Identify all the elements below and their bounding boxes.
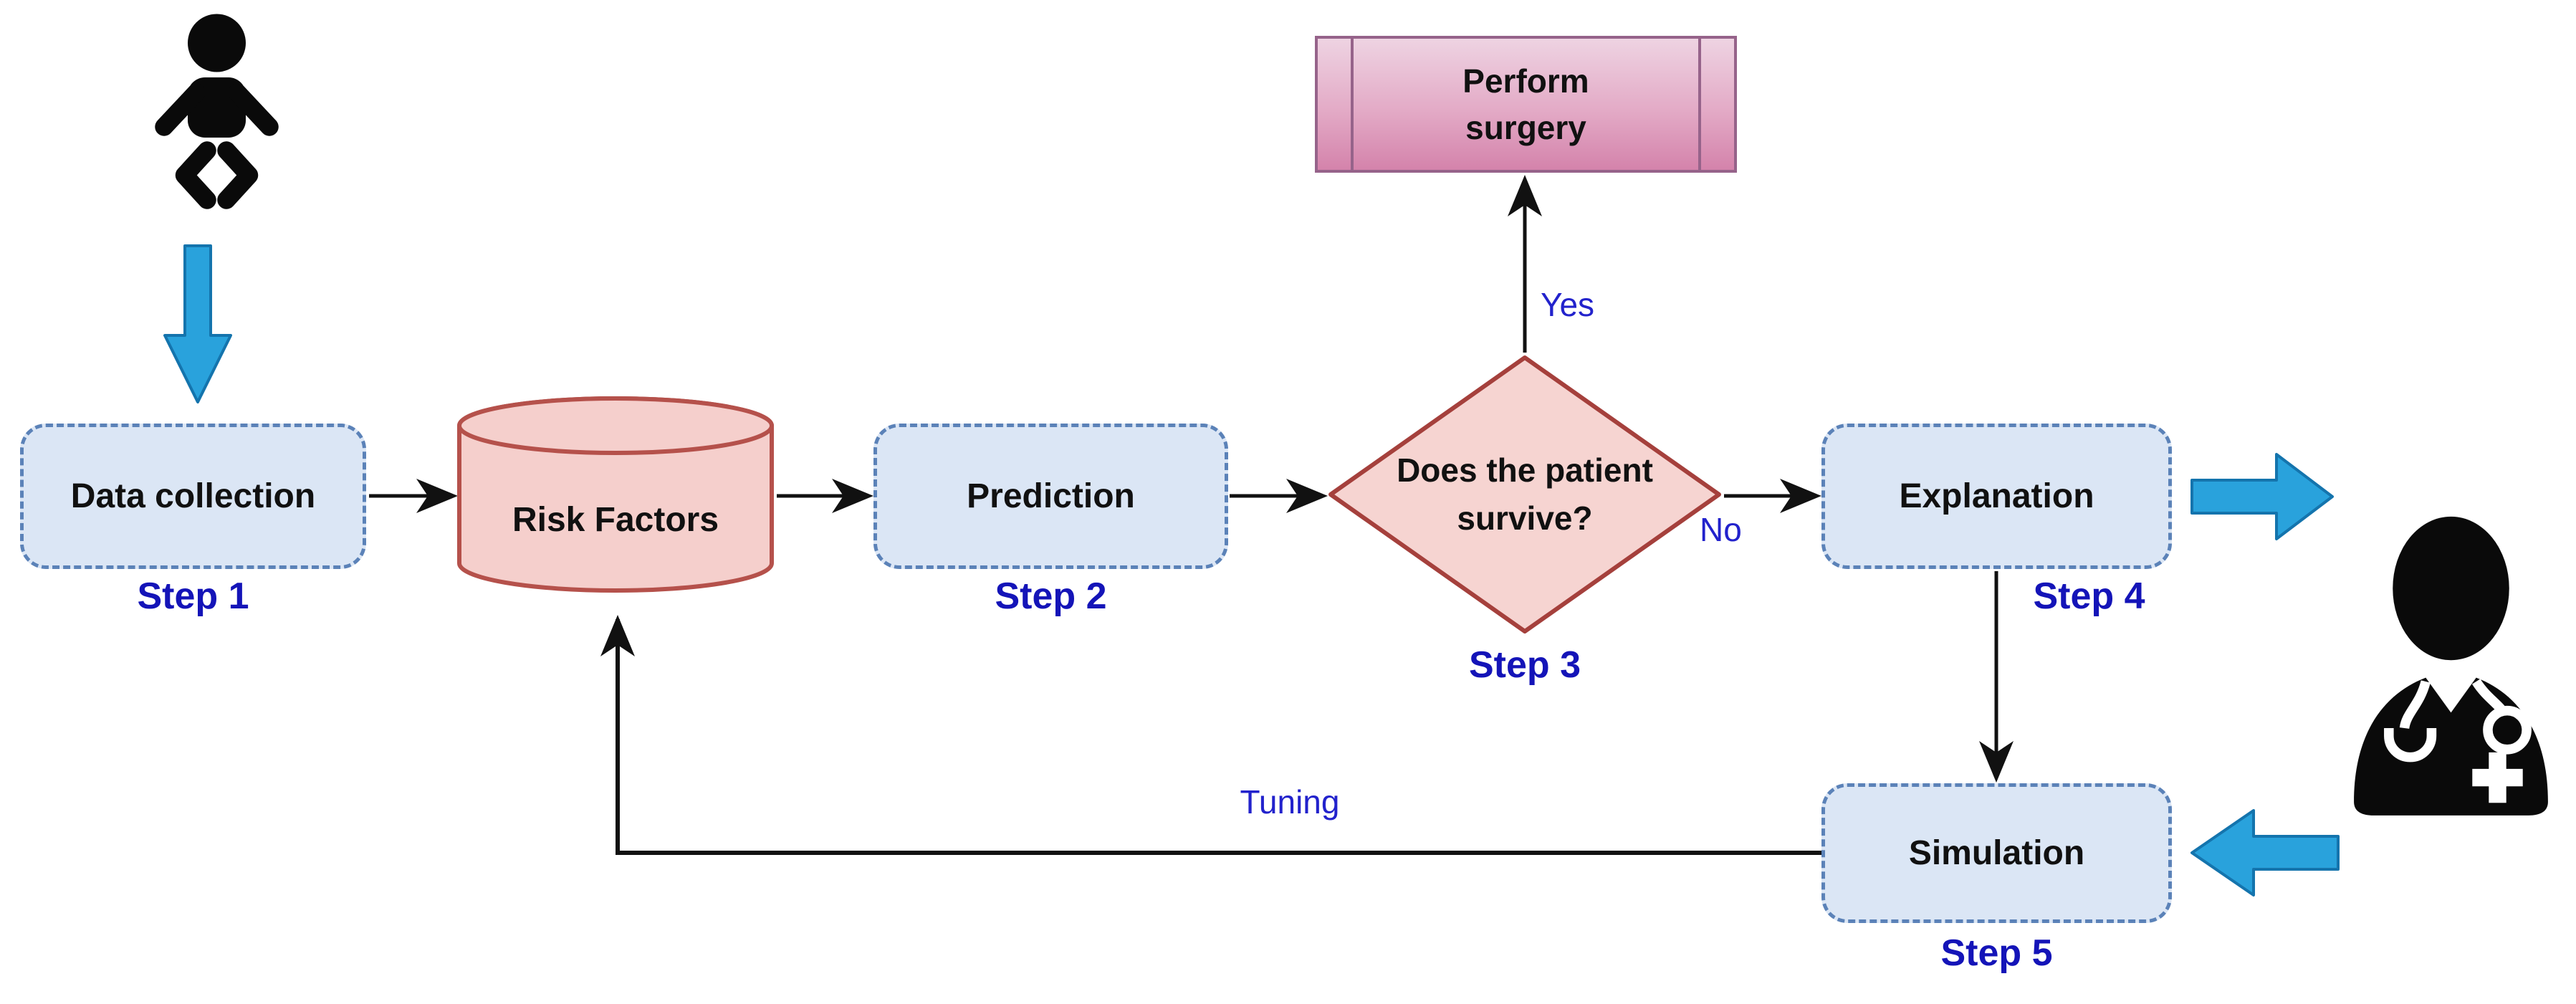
step-3-label: Step 3 bbox=[1468, 644, 1581, 686]
node-perform-surgery-label: Perform surgery bbox=[1462, 62, 1589, 146]
step-5-label: Step 5 bbox=[1940, 932, 2053, 974]
step-4-label: Step 4 bbox=[2033, 575, 2145, 617]
edge-label-tuning: Tuning bbox=[1240, 783, 1340, 821]
node-prediction: Prediction bbox=[873, 424, 1228, 569]
predefined-process-left-bar bbox=[1351, 39, 1354, 170]
node-perform-surgery: Perform surgery bbox=[1315, 36, 1737, 173]
node-risk-factors-label: Risk Factors bbox=[512, 500, 719, 539]
step-1-label: Step 1 bbox=[137, 575, 249, 617]
node-risk-factors-shape bbox=[457, 396, 774, 593]
node-explanation: Explanation bbox=[1821, 424, 2172, 569]
node-prediction-label: Prediction bbox=[967, 477, 1135, 515]
baby-icon bbox=[155, 14, 279, 209]
node-data-collection: Data collection bbox=[20, 424, 366, 569]
down-block-arrow bbox=[163, 244, 232, 403]
connector-tuning-feedback bbox=[600, 615, 1821, 855]
edge-label-no: No bbox=[1700, 511, 1742, 548]
predefined-process-right-bar bbox=[1698, 39, 1701, 170]
node-decision-shape bbox=[1328, 355, 1721, 634]
node-explanation-label: Explanation bbox=[1899, 477, 2094, 515]
node-simulation: Simulation bbox=[1821, 783, 2172, 923]
edge-label-yes: Yes bbox=[1541, 286, 1595, 323]
node-simulation-label: Simulation bbox=[1908, 834, 2085, 872]
node-data-collection-label: Data collection bbox=[70, 477, 316, 515]
doctor-icon bbox=[2354, 516, 2548, 816]
step-2-label: Step 2 bbox=[995, 575, 1107, 617]
node-decision-label: Does the patient survive? bbox=[1397, 451, 1653, 537]
right-block-arrow bbox=[2190, 453, 2334, 540]
left-block-arrow bbox=[2190, 809, 2340, 897]
